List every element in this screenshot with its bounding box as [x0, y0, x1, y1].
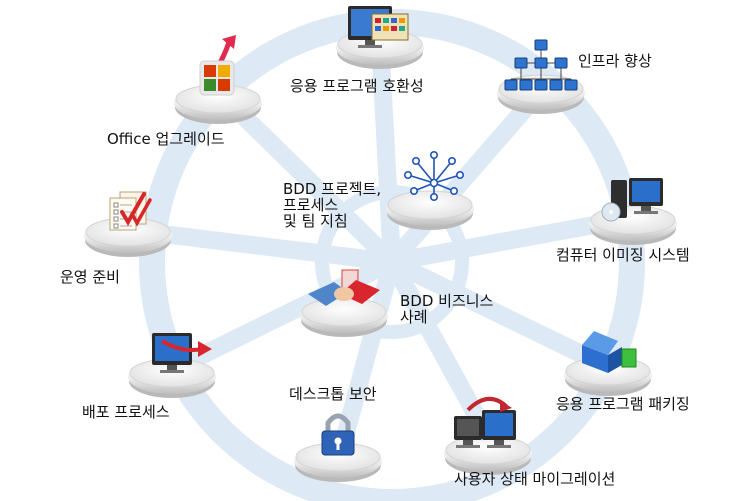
- pedestal: [174, 84, 262, 124]
- monitor-windows-icon: [348, 6, 409, 48]
- infrastructure-label: 인프라 향상: [578, 53, 652, 69]
- center-label-line: 프로세스: [283, 196, 339, 214]
- infrastructure-node: [497, 39, 585, 114]
- center-node: [386, 151, 474, 230]
- desktop-security-node: [294, 413, 382, 482]
- computer-imaging-node: [589, 178, 677, 245]
- computer-imaging-label: 컴퓨터 이미징 시스템: [556, 247, 690, 263]
- computers-migrate-icon: [454, 397, 516, 448]
- deployment-label: 배포 프로세스: [82, 404, 170, 420]
- checklist-icon: [109, 191, 152, 231]
- operations-ready-node: [84, 191, 172, 257]
- operations-ready-label-line: 운영 준비: [60, 268, 120, 286]
- operations-ready-label: 운영 준비: [60, 269, 120, 285]
- desktop-security-label-line: 데스크톱 보안: [289, 385, 377, 403]
- user-migration-label-line: 사용자 상태 마이그레이션: [454, 470, 616, 488]
- monitor-arrow-icon: [152, 333, 212, 373]
- computer-imaging-label-line: 컴퓨터 이미징 시스템: [556, 246, 690, 264]
- center-label-line: BDD 프로젝트,: [283, 180, 382, 198]
- office-upgrade-label-line: Office 업그레이드: [107, 130, 225, 148]
- app-packaging-label: 응용 프로그램 패키징: [556, 396, 690, 412]
- computer-tower-disc-icon: [601, 178, 663, 222]
- package-box-icon: [582, 331, 637, 373]
- pedestal: [386, 190, 474, 230]
- app-compat-node: [336, 6, 424, 69]
- business-case-label-line: 사례: [400, 308, 428, 326]
- user-migration-label: 사용자 상태 마이그레이션: [454, 471, 615, 487]
- infrastructure-label-line: 인프라 향상: [578, 52, 652, 70]
- app-packaging-label-line: 응용 프로그램 패키징: [556, 395, 690, 413]
- office-upgrade-label: Office 업그레이드: [107, 131, 225, 147]
- business-case-label-line: BDD 비즈니스: [400, 292, 494, 310]
- app-packaging-node: [564, 331, 652, 396]
- office-logo-arrow-icon: [199, 35, 236, 96]
- network-hub-icon: [403, 151, 464, 202]
- deployment-node: [128, 333, 216, 398]
- desktop-security-label: 데스크톱 보안: [289, 386, 377, 402]
- pedestal: [84, 217, 172, 257]
- deployment-label-line: 배포 프로세스: [82, 403, 170, 421]
- center-label-line: 및 팀 지침: [283, 212, 348, 230]
- pedestal: [300, 297, 388, 337]
- inner-ring: [315, 185, 469, 339]
- app-compat-label: 응용 프로그램 호환성: [290, 78, 424, 94]
- handshake-icon: [308, 269, 380, 306]
- spokes: [121, 31, 641, 464]
- office-upgrade-node: [174, 35, 262, 124]
- business-case-node: [300, 269, 388, 337]
- network-topology-icon: [504, 39, 578, 91]
- app-compat-label-line: 응용 프로그램 호환성: [290, 77, 424, 95]
- pedestal: [294, 442, 382, 482]
- user-migration-node: [444, 397, 532, 475]
- padlock-icon: [321, 413, 355, 456]
